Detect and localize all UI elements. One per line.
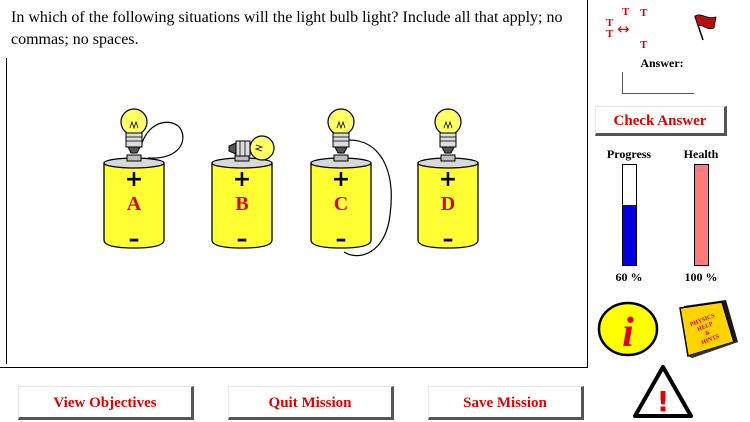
svg-text:T: T [640, 39, 648, 50]
battery-d-minus: – [443, 227, 454, 252]
health-value: 100 % [684, 270, 718, 284]
warning-triangle-icon[interactable]: ! [632, 364, 694, 420]
health-bar [694, 164, 709, 266]
svg-text:i: i [622, 310, 634, 356]
svg-text:&: & [704, 330, 711, 337]
battery-b-minus: – [237, 227, 248, 252]
battery-a: + A – [103, 108, 184, 252]
progress-bar [622, 164, 637, 266]
wire-c [343, 139, 392, 257]
circuit-diagram: + A – + B – [103, 108, 479, 257]
battery-d: + D – [417, 108, 479, 252]
bulb-a-icon [120, 108, 148, 154]
battery-b-label: B [235, 193, 248, 215]
physics-help-book-icon[interactable]: PHYSICS HELP & HINTS [666, 298, 742, 362]
battery-c-plus: + [332, 167, 350, 192]
battery-c-label: C [334, 193, 348, 215]
svg-text:HELP: HELP [697, 321, 715, 333]
question-text: In which of the following situations wil… [11, 9, 563, 48]
answer-input[interactable] [622, 72, 694, 94]
battery-a-minus: – [129, 227, 140, 252]
bulb-b-icon [228, 135, 275, 161]
svg-text:T: T [606, 28, 614, 40]
check-answer-button[interactable]: Check Answer [595, 106, 727, 136]
bulb-c-icon [327, 108, 355, 154]
wire-a [141, 121, 184, 159]
health-bar-fill [695, 165, 708, 265]
svg-text:!: ! [657, 385, 670, 418]
save-mission-button[interactable]: Save Mission [428, 386, 584, 420]
health-title: Health [683, 147, 719, 161]
battery-c-minus: – [336, 227, 347, 252]
battery-b-plus: + [233, 167, 251, 192]
red-flag-icon[interactable] [690, 12, 720, 42]
svg-text:T: T [640, 7, 648, 19]
quit-mission-button[interactable]: Quit Mission [228, 386, 394, 420]
left-rule [6, 58, 7, 364]
svg-text:T: T [622, 6, 630, 18]
view-objectives-button[interactable]: View Objectives [18, 386, 194, 420]
battery-a-plus: + [125, 167, 143, 192]
info-icon[interactable]: i [596, 300, 660, 358]
progress-title: Progress [606, 147, 652, 161]
battery-a-label: A [127, 193, 142, 215]
battery-d-plus: + [439, 167, 457, 192]
question-panel [0, 0, 588, 368]
battery-b: + B – [211, 135, 275, 252]
svg-text:↔: ↔ [617, 20, 630, 38]
battery-c: + C – [310, 108, 392, 257]
progress-bar-fill [623, 205, 636, 265]
bulb-d-icon [434, 108, 462, 154]
swap-arrows-icon[interactable]: T T T T T ↔ [604, 4, 654, 50]
svg-text:T: T [606, 17, 614, 29]
battery-d-label: D [441, 193, 455, 215]
answer-label: Answer: [640, 56, 684, 70]
progress-value: 60 % [615, 270, 643, 284]
